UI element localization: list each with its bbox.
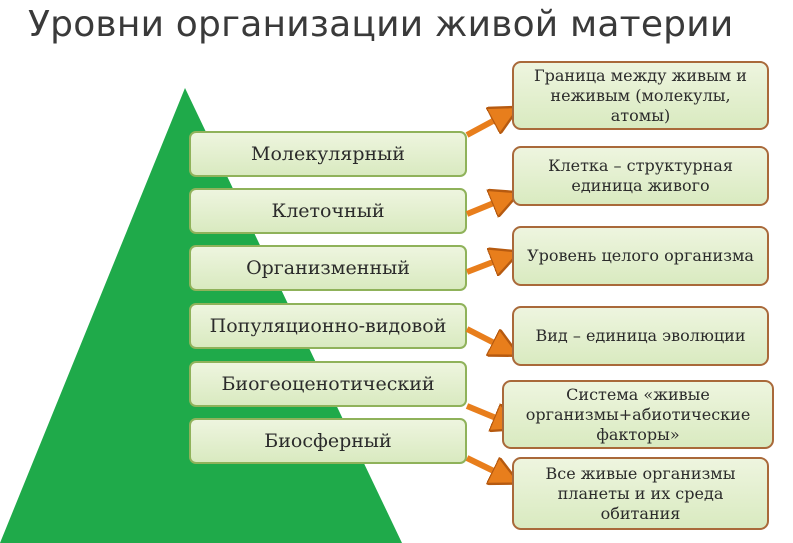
level-population-species: Популяционно-видовой [189,303,467,349]
page-title: Уровни организации живой материи [28,4,734,45]
level-organismal: Организменный [189,245,467,291]
level-molecular: Молекулярный [189,131,467,177]
desc-organismal: Уровень целого организма [512,226,769,286]
level-cellular: Клеточный [189,188,467,234]
desc-cellular: Клетка – структурная единица живого [512,146,769,206]
desc-molecular: Граница между живым и неживым (молекулы,… [512,61,769,130]
desc-biosphere: Все живые организмы планеты и их среда о… [512,457,769,530]
desc-population-species: Вид – единица эволюции [512,306,769,366]
level-biogeocenotic: Биогеоценотический [189,361,467,407]
level-biosphere: Биосферный [189,418,467,464]
desc-biogeocenotic: Система «живые организмы+абиотические фа… [502,380,774,449]
